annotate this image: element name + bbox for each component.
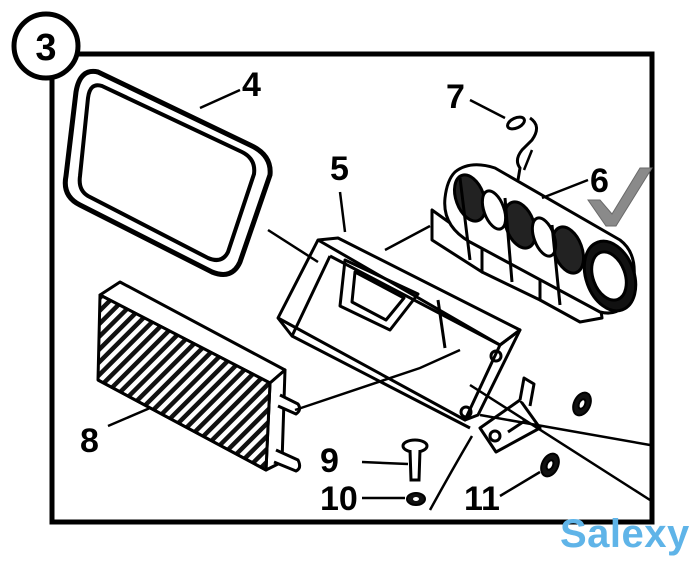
watermark-logo: Salexy — [560, 512, 690, 556]
part-label-9: 9 — [320, 442, 339, 480]
part-label-5: 5 — [330, 150, 349, 188]
figure-number-badge: 3 — [11, 11, 81, 81]
check-mark-icon — [587, 167, 653, 227]
gasket-part — [62, 68, 273, 277]
part-label-7: 7 — [446, 78, 465, 116]
clip-part — [506, 115, 538, 181]
bolt-part — [401, 438, 429, 482]
housing-part — [276, 236, 522, 430]
blower-part — [430, 163, 638, 324]
diagram-frame — [49, 51, 655, 525]
part-label-6: 6 — [590, 162, 609, 200]
heater-core-part — [96, 280, 302, 473]
part-label-11: 11 — [464, 480, 500, 518]
figure-number: 3 — [35, 27, 56, 69]
leader-lines — [107, 88, 651, 511]
part-label-10: 10 — [320, 480, 358, 518]
part-label-8: 8 — [80, 422, 99, 460]
washer-pair-part — [540, 391, 592, 478]
part-label-4: 4 — [242, 66, 261, 104]
mounting-bracket — [478, 376, 542, 454]
